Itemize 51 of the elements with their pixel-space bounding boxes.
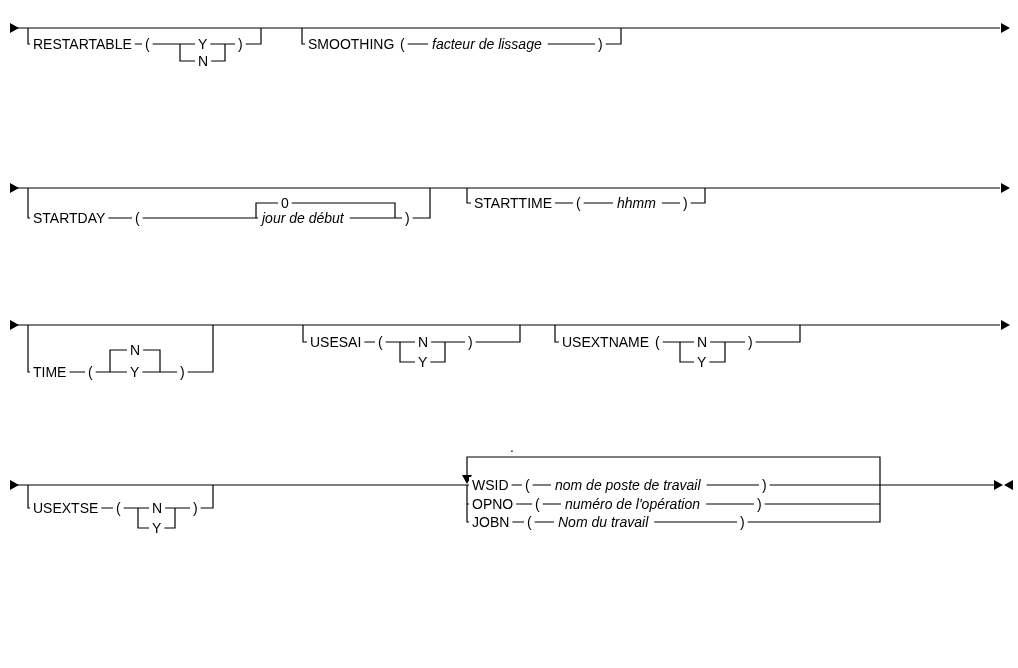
parenthesis: ( [524,477,531,493]
syntax-keyword: USEXTSE [32,500,100,516]
parenthesis: ) [404,210,411,226]
option-value: N [197,53,210,69]
parenthesis: ( [115,500,122,516]
option-value: Y [151,520,163,536]
variable-name: Nom du travail [557,514,650,530]
option-value: Y [417,354,429,370]
parenthesis: ( [526,514,533,530]
parenthesis: ) [682,195,689,211]
variable-name: hhmm [616,195,657,211]
parenthesis: ( [377,334,384,350]
variable-name: numéro de l'opération [564,496,701,512]
option-value: N [696,334,709,350]
parenthesis: ) [747,334,754,350]
option-value: N [151,500,164,516]
syntax-keyword: STARTDAY [32,210,107,226]
syntax-keyword: TIME [32,364,68,380]
parenthesis: ) [179,364,186,380]
parenthesis: ) [467,334,474,350]
syntax-keyword: OPNO [471,496,515,512]
parenthesis: ) [192,500,199,516]
syntax-keyword: RESTARTABLE [32,36,133,52]
option-value: Y [696,354,708,370]
parenthesis: ( [575,195,582,211]
parenthesis: ( [534,496,541,512]
parenthesis: ) [756,496,763,512]
syntax-keyword: USESAI [309,334,363,350]
parenthesis: ) [597,36,604,52]
parenthesis: ) [739,514,746,530]
option-value: N [417,334,430,350]
option-value: N [129,342,142,358]
parenthesis: ( [134,210,141,226]
parenthesis: ( [87,364,94,380]
variable-name: facteur de lissage [431,36,543,52]
variable-name: jour de début [259,210,345,226]
syntax-keyword: USEXTNAME [561,334,651,350]
syntax-keyword: JOBN [471,514,511,530]
option-value: 0 [280,195,290,211]
option-value: Y [129,364,141,380]
option-value: Y [197,36,209,52]
parenthesis: ) [761,477,768,493]
parenthesis: ( [654,334,661,350]
parenthesis: ( [144,36,151,52]
variable-name: nom de poste de travail [554,477,702,493]
parenthesis: ) [237,36,244,52]
parenthesis: ( [399,36,406,52]
syntax-keyword: WSID [471,477,510,493]
separator-symbol: . [509,439,515,455]
syntax-keyword: STARTTIME [473,195,554,211]
syntax-keyword: SMOOTHING [307,36,396,52]
